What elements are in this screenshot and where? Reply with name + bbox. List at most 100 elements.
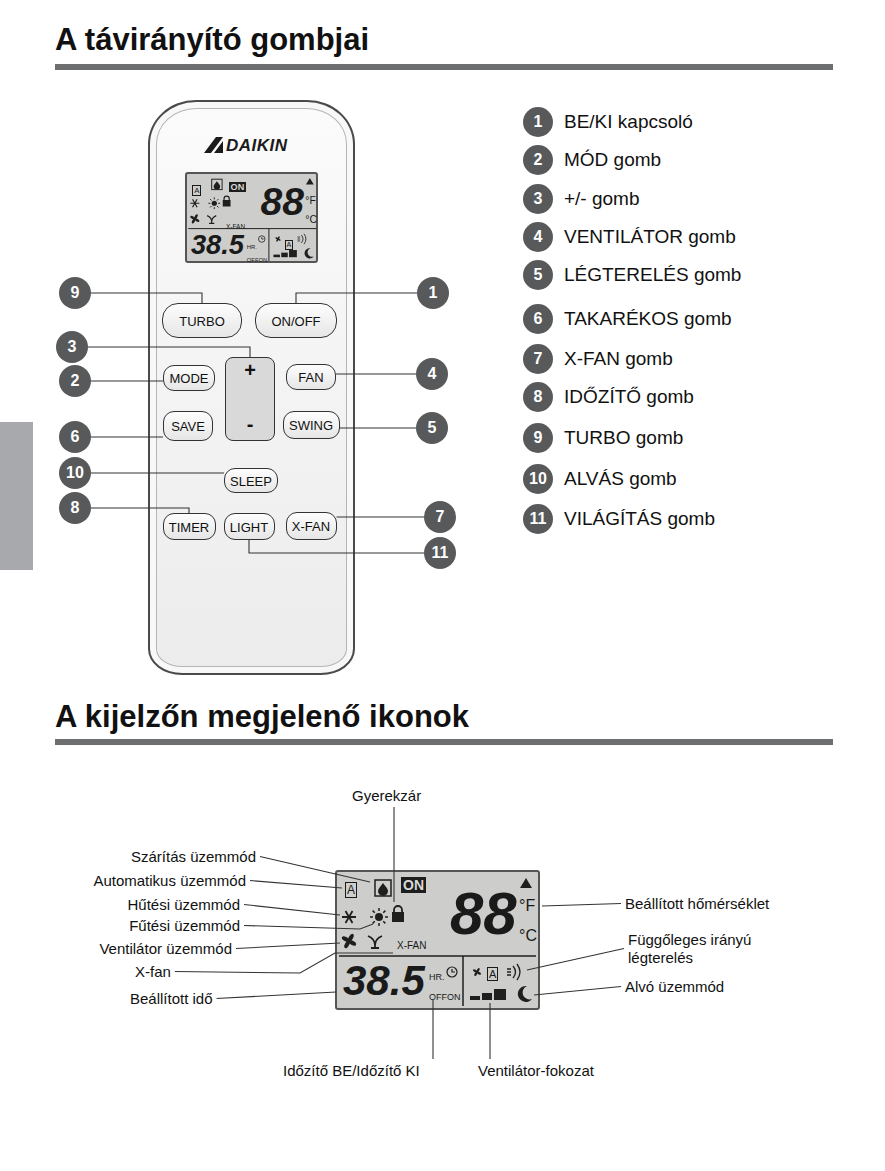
logo-mark — [204, 137, 223, 153]
leader-line — [175, 953, 393, 973]
moon-icon — [305, 248, 314, 258]
remote-button: TURBO — [162, 303, 242, 338]
button-label: SAVE — [171, 419, 205, 434]
button-list-item: 7X-FAN gomb — [523, 344, 553, 374]
text-holder: 11 — [432, 544, 449, 562]
icon-label: Időzítő BE/Időzítő KI — [283, 1062, 420, 1079]
text-holder: °C — [305, 210, 317, 226]
remote-body: AON88°F°CX-FAN38.5HR.OFFONATURBOON/OFFMO… — [148, 100, 355, 675]
ventilation-icon — [207, 216, 216, 224]
fan-speed-icon — [476, 967, 480, 972]
fan-icon — [343, 940, 351, 949]
lcd-text: HR. — [247, 244, 257, 250]
callout-number: 2 — [71, 372, 80, 389]
lcd-text: °F — [519, 897, 535, 914]
page-title: A távirányító gombjai — [55, 22, 369, 58]
side-tab — [0, 422, 33, 570]
lcd-separator — [339, 955, 536, 957]
callout-number: 1 — [417, 277, 449, 309]
remote-button: FAN — [286, 364, 336, 390]
plus-minus-button: +- — [225, 357, 275, 441]
button-description: X-FAN gomb — [564, 348, 673, 369]
lock-body — [223, 200, 231, 207]
label-holder: Függőleges irányú légterelés — [628, 931, 778, 967]
leader-line — [527, 949, 624, 971]
lcd-text: OFFON — [429, 992, 461, 1002]
callout-number: 4 — [416, 358, 448, 390]
callout-number: 6 — [59, 421, 91, 453]
text-holder: - — [247, 414, 254, 434]
label-holder: Beállított idő — [130, 990, 213, 1008]
text-holder: HR. — [429, 967, 445, 983]
label-holder: Gyerekzár — [352, 787, 421, 805]
leader-line — [250, 881, 342, 889]
remote-button: ON/OFF — [255, 303, 337, 338]
lcd-screen: AON88°F°CX-FAN38.5HR.OFFONA — [335, 870, 540, 1010]
text-holder: 3 — [534, 190, 543, 208]
button-list-item: 1BE/KI kapcsoló — [523, 107, 553, 137]
title-rule — [55, 64, 833, 70]
button-list-item: 5LÉGTERELÉS gomb — [523, 260, 553, 290]
fan-speed-icon — [474, 971, 478, 976]
button-list-item: 9TURBO gomb — [523, 423, 553, 453]
text-holder: 3 — [68, 338, 77, 356]
up-triangle — [306, 178, 314, 185]
lcd-text: 88 — [260, 180, 303, 223]
text-holder: 10 — [529, 470, 547, 488]
text-holder: 4 — [428, 365, 437, 383]
button-list-item: 2MÓD gomb — [523, 145, 553, 175]
icon-label: Fűtési üzemmód — [129, 917, 240, 934]
fan-icon — [194, 214, 199, 220]
button-list-item: 6TAKARÉKOS gomb — [523, 304, 553, 334]
button-description: VILÁGÍTÁS gomb — [564, 508, 715, 529]
leader-line — [260, 857, 370, 883]
callout-number: 1 — [534, 113, 543, 130]
callout-leader — [91, 472, 224, 473]
fan-bar — [289, 250, 297, 257]
swing-icon — [507, 964, 520, 980]
label-holder: Fűtési üzemmód — [129, 917, 240, 935]
button-description: +/- gomb — [564, 188, 640, 209]
lcd-text: °C — [519, 927, 537, 944]
text-holder: +/- gomb — [564, 188, 640, 210]
callout-number: 11 — [530, 510, 547, 527]
text-holder: 4 — [534, 228, 543, 246]
clock-icon — [259, 236, 266, 243]
remote-button: X-FAN — [286, 512, 337, 540]
text-holder: 7 — [436, 508, 445, 526]
text-holder: SAVE — [171, 417, 205, 435]
fan-icon — [190, 215, 196, 220]
icon-label: Ventilátor üzemmód — [99, 940, 232, 957]
text-holder: SLEEP — [230, 472, 272, 490]
text-holder: 7 — [534, 350, 543, 368]
label-holder: Beállított hőmérséklet — [625, 895, 769, 913]
label-holder: Időzítő BE/Időzítő KI — [283, 1062, 420, 1080]
text-holder: X-FAN — [292, 517, 330, 535]
label-holder: Ventilátor üzemmód — [99, 940, 232, 958]
text-holder: VILÁGÍTÁS gomb — [564, 508, 715, 530]
text-holder: X-FAN — [397, 936, 426, 952]
fan-bar — [470, 996, 480, 1000]
button-description: BE/KI kapcsoló — [564, 111, 693, 132]
text-holder: 1 — [534, 113, 543, 131]
section-rule — [55, 739, 833, 745]
callout-number: 4 — [428, 365, 437, 382]
callout-number: 10 — [66, 464, 84, 481]
callout-number: 2 — [534, 151, 543, 168]
callout-number: 3 — [534, 190, 543, 207]
text-holder: VENTILÁTOR gomb — [564, 226, 736, 248]
button-label: ON/OFF — [271, 314, 320, 329]
button-description: IDŐZÍTŐ gomb — [564, 386, 694, 407]
text-holder: 5 — [428, 419, 437, 437]
button-label: LIGHT — [230, 520, 268, 535]
label-holder: X-fan — [135, 963, 171, 981]
leader-line — [432, 1000, 433, 1059]
callout-number: 9 — [71, 284, 80, 301]
fan-bar — [482, 993, 492, 1000]
callout-leader — [91, 380, 163, 381]
callout-number: 3 — [56, 331, 88, 363]
lcd-text: A — [192, 185, 201, 196]
callout-number: 11 — [424, 537, 456, 569]
text-holder: + — [244, 360, 256, 380]
